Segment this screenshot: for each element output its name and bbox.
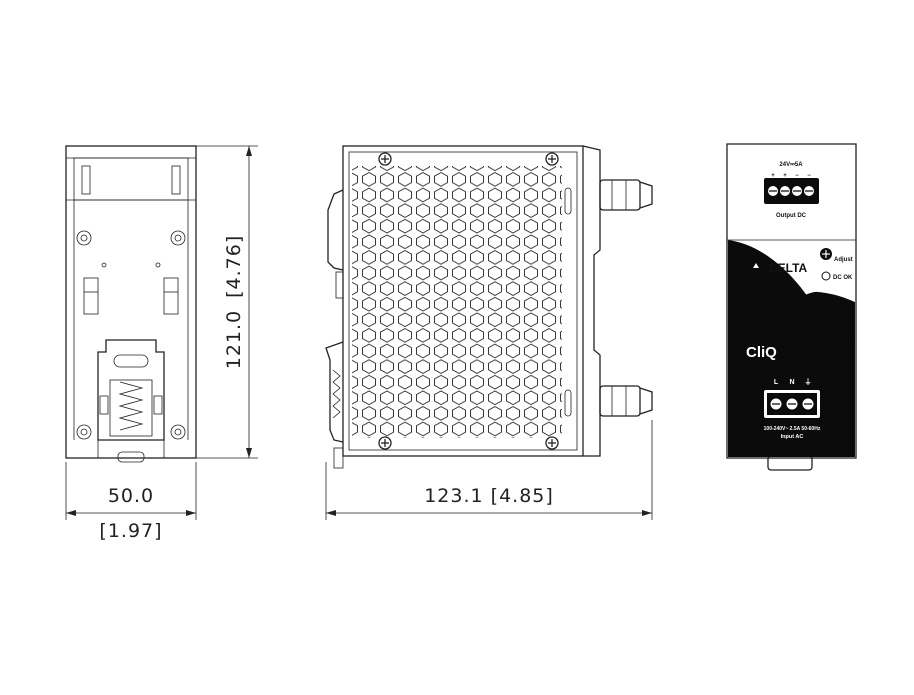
input-label: Input AC (781, 434, 804, 440)
height-dimension: 121.0 [4.76] (196, 145, 258, 459)
front-view: 24V⎓5A + + − − Output DC Adjust DC OK (726, 143, 857, 471)
height-mm-label: 121.0 (223, 310, 245, 369)
width-in-label: [1.97] (99, 520, 162, 542)
input-terminal-block[interactable] (764, 390, 820, 418)
input-terminal-n: N (789, 379, 794, 386)
brand-label: DELTA (769, 261, 808, 275)
output-polarity: + + − − (771, 173, 811, 179)
output-polarity-4: − (807, 173, 811, 179)
input-terminal-ground: ⏚ (805, 378, 812, 386)
output-label: Output DC (776, 213, 807, 219)
output-polarity-3: − (795, 173, 799, 179)
input-terminal-labels: L N ⏚ (774, 378, 812, 386)
output-polarity-2: + (783, 173, 787, 179)
depth-dimension: 123.1 [4.85] (325, 420, 653, 520)
screw-top-left (378, 152, 392, 166)
screw-bottom-left (378, 436, 392, 450)
output-rating: 24V⎓5A (779, 162, 803, 168)
rear-view (65, 145, 197, 463)
width-dimension: 50.0 [1.97] (65, 462, 197, 542)
output-terminal-block[interactable] (764, 178, 819, 204)
depth-label: 123.1 [4.85] (424, 485, 554, 507)
screw-top-right (545, 152, 559, 166)
dc-ok-label: DC OK (833, 275, 853, 281)
delta-logo-icon (747, 258, 765, 272)
height-in-label: [4.76] (223, 235, 245, 298)
svg-text:121.0[4.76]: 121.0 [4.76] (223, 235, 245, 370)
width-mm-label: 50.0 (108, 485, 154, 507)
dc-ok-led-icon (821, 271, 831, 281)
screw-bottom-right (545, 436, 559, 450)
output-polarity-1: + (771, 173, 775, 179)
adjust-potentiometer-icon[interactable] (820, 248, 832, 260)
adjust-label: Adjust (834, 257, 853, 263)
input-rating: 100-240V~ 2.5A 50-60Hz (764, 426, 821, 432)
series-label: CliQ (746, 344, 777, 361)
input-terminal-l: L (774, 379, 779, 386)
side-view (325, 145, 653, 469)
